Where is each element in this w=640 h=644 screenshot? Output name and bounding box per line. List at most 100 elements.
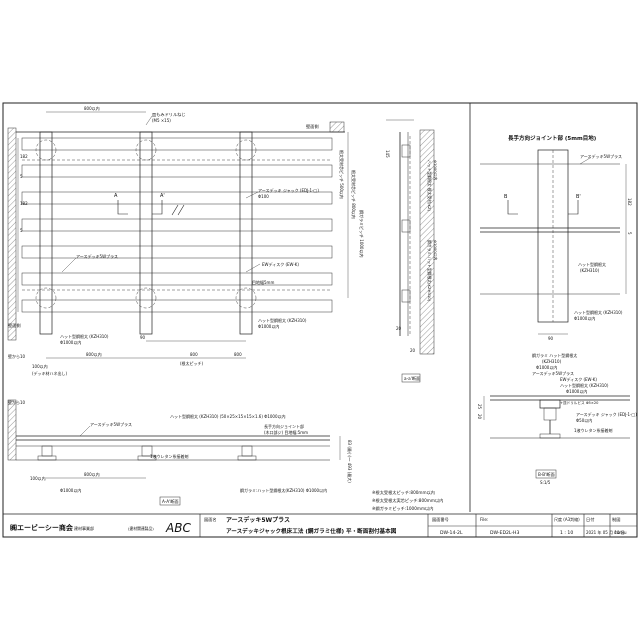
section-a2-label: A' [160,193,165,199]
side-dim-3: 182 [20,201,28,206]
disk-label: EWディスク (EW-K) [262,261,299,267]
side-dim-145: 145 [385,150,390,158]
aa-left-100: 100以内 [30,475,46,481]
side-dim-2: 5 [20,174,23,179]
author-value: matsu [614,530,627,535]
glass-shim-spec: Φ1000以内 [258,323,279,329]
drill-screw: 皿もみドリルねじ [152,112,186,118]
dim-90: 90 [140,335,146,340]
date-label: 日付 [586,516,594,523]
joint-b2: B' [576,194,581,200]
aa-jacks [37,445,257,461]
date-value: 2021 年 05 月 10 日 [586,529,625,535]
joint-dim-5: 5 [627,232,632,235]
break-mark [171,204,185,216]
dim-bottom-sum: (根太ピッチ) [180,360,204,366]
joint-detail: 長手方向ジョイント部 (5mm目地) B B' アースデッキ5Wプラス ハット型… [480,134,632,341]
joint-spec2: Φ1000以内 [574,315,595,321]
wall-hatch-top [329,121,345,133]
company-logo: ABC [165,521,191,535]
side-label-1: ハット型鋼根太 根太受材(KZ) [427,160,432,212]
joint-dim-90: 90 [548,336,554,341]
bb-l1: 鋼ガラミ ハット型鋼根太 [532,352,577,358]
side-label-3: 鋼ガラミ:ハット型鋼根太(KZH310) [427,240,432,302]
wall-offset: 壁から10 [8,353,26,359]
aa-joint-note: (木口部ジ) 目地幅:5mm [264,429,308,435]
side-section-title: a-a'断面 [404,375,420,382]
dim-top-text: 800以内 [84,105,100,111]
figure-name-1: アースデッキ5Wプラス [226,516,290,524]
aa-height: 83 (最小)～ 493 (最大) [347,440,353,483]
aa-hat-bar: ハット型鋼根太 (KZH310) (50×25×15×15×1.6) Φ1000… [170,413,286,419]
side-dim-20b: 20 [410,348,416,353]
v-pitch-1: 鋼ガラミピッチ 1000以内 [359,210,365,257]
joint-title: 長手方向ジョイント部 (5mm目地) [508,134,597,142]
scale-label: 尺度 (A3判縮) [554,516,580,522]
bb-l7: Φ1000以内 [566,388,587,394]
bb-l6: ハット型鋼根太 (KZH310) [560,382,609,388]
figure-name-label: 図面名 [204,516,217,523]
bb-l2: (KZH310) [542,359,562,364]
dim-bottom-2: 800 [190,352,198,357]
bb-l8: +皿ドリルビス Φ5×20 [560,400,599,405]
dim-bottom-1: 800以内 [86,351,102,357]
glass-shim-label: ハット型鋼根太 (KZH310) [258,317,307,323]
side-dim-20a: 20 [396,326,402,331]
joint-board: アースデッキ5Wプラス [580,153,622,159]
bb-l11: 1液ウレタン系接着剤 [574,427,613,433]
joint-spec: (KZH310) [580,268,600,273]
sheet-frame [2,102,638,538]
wall-side-top: 壁面側 [306,123,319,130]
bb-l9: アースデッキ ジャック (EDJ-1-□) [576,411,637,417]
aa-urethane: 1液ウレタン系接着剤 [150,453,189,459]
figure-name-2: アースデッキジャック根床工法 (鋼ガラミ仕様) 平・断面割付基本図 [226,527,397,535]
side-label-2: Φ1000以内 [433,160,438,180]
wall-side-bottom: 壁面側 [8,322,21,329]
jack-label: アースデッキ ジャック (EDJ-1-□) [258,187,319,193]
v-pitch-2: 根太受材芯ピッチ 800以内 [351,170,357,219]
aa-dim-800: 800以内 [84,471,100,477]
aa-board: アースデッキ5Wプラス [90,421,132,427]
file-value: DW-ED2L-H3 [490,530,520,536]
bb-l3: Φ1000以内 [536,364,557,370]
dim-left-100: 100以内 [32,363,48,369]
file-label: File: [480,517,488,522]
joint-hat-bar2: ハット型鋼根太 (KZH310) [574,309,623,315]
company-dept: 建材事業部 [74,525,94,531]
dim-bottom-3: 800 [234,352,242,357]
bb-dim-25: 25 [477,404,482,410]
note-2: ※根太受根太実芯ピッチ:800mm以内 [372,497,443,504]
brand-note: (建材関連製品) [128,526,154,531]
plan-view: A A' 800以内 800以内 800 800 (根太ピッチ) 90 100以… [7,105,365,376]
note-3: ※鋼ガラミピッチ:1000mm以内 [372,505,433,512]
bb-scale: S:1/5 [540,480,551,485]
bb-dim-20: 20 [477,414,482,420]
v-pitch-3: 根太受材芯ピッチ 500以内 [339,150,345,199]
deck-overhang: (デッキ材ハネ出し) [32,370,68,376]
drawing-no: DW-14-2L [440,530,463,536]
note-1: ※根太受根太ピッチ:800mm以内 [372,489,435,496]
bb-l10: Φ50以内 [576,417,592,423]
aa-title: A-A'断面 [162,498,179,505]
side-section: 145 20 20 ハット型鋼根太 根太受材(KZ) Φ1000以内 鋼ガラミ:… [385,119,438,383]
hat-bar-spec: Φ1000以内 [60,339,81,345]
section-a-label: A [114,193,118,199]
joint-b: B [504,194,508,200]
aa-left-spec: Φ1000以内 [60,487,81,493]
section-aa: 83 (最小)～ 493 (最大) アースデッキ5Wプラス ハット型鋼根太 (K… [7,399,353,506]
side-label-4: Φ1000以内 [433,240,438,260]
jack-spec: Φ100 [258,194,269,199]
jack-circles [35,139,257,309]
author-label: 制図 [612,516,620,523]
side-dim-1: 182 [20,154,28,159]
title-block: ㈱エービーシー商会 建材事業部 (建材関連製品) ABC 図面名 アースデッキ5… [3,513,637,537]
bb-l4: アースデッキ5Wプラス [532,370,574,376]
joint-hat-bar: ハット型鋼根太 [578,261,606,267]
scale-value: 1 : 10 [560,530,573,536]
joists [39,131,253,335]
section-bb: 鋼ガラミ ハット型鋼根太 (KZH310) Φ1000以内 アースデッキ5Wプラ… [477,352,637,485]
aa-joint: 長手方向ジョイント部 [264,423,304,429]
aa-wall-hatch [7,399,17,461]
